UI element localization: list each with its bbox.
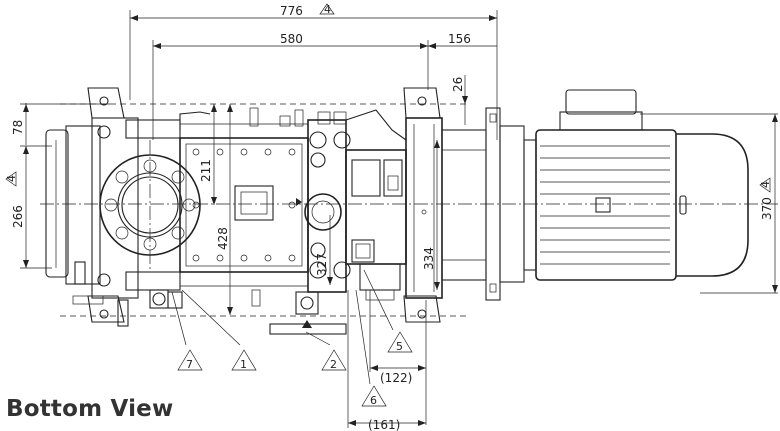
svg-text:5: 5 [396, 340, 403, 353]
electric-motor [535, 89, 749, 281]
callout-370-note: 4 [759, 177, 772, 193]
callout-266-note: 4 [5, 171, 18, 187]
valve-block [345, 109, 407, 301]
dim-78: 78 [11, 120, 25, 135]
svg-text:4: 4 [324, 3, 331, 16]
callout-5: 5 [387, 331, 413, 353]
dim-580: 580 [280, 32, 303, 46]
motor-adapter [441, 107, 537, 301]
dimension-lines [20, 10, 778, 428]
dim-334: 334 [422, 247, 436, 270]
dim-122: (122) [380, 371, 412, 385]
svg-text:6: 6 [370, 394, 377, 407]
left-end-flange [45, 125, 104, 305]
svg-text:1: 1 [240, 358, 247, 371]
svg-text:7: 7 [186, 358, 193, 371]
dim-370: 370 [760, 197, 774, 220]
callout-6: 6 [361, 385, 387, 407]
callout-leaders [171, 269, 394, 385]
dim-161: (161) [368, 418, 400, 431]
callout-7: 7 [177, 349, 203, 371]
dim-211: 211 [199, 159, 213, 182]
svg-text:4: 4 [5, 175, 18, 182]
left-mounting-foot [87, 87, 139, 323]
callout-2: 2 [321, 349, 347, 371]
callout-markers: 4 4 4 7 1 2 5 6 [5, 3, 772, 407]
callout-776-note: 4 [319, 3, 335, 16]
centerlines [40, 103, 778, 317]
svg-text:4: 4 [759, 181, 772, 188]
lower-accessories [117, 289, 347, 335]
svg-text:2: 2 [330, 358, 337, 371]
dim-776: 776 [280, 4, 303, 18]
callout-1: 1 [231, 349, 257, 371]
dim-156: 156 [448, 32, 471, 46]
view-title: Bottom View [6, 396, 174, 422]
dim-266: 266 [11, 205, 25, 228]
inlet-flange [99, 154, 201, 256]
dim-428: 428 [216, 227, 230, 250]
dim-26: 26 [451, 77, 465, 92]
